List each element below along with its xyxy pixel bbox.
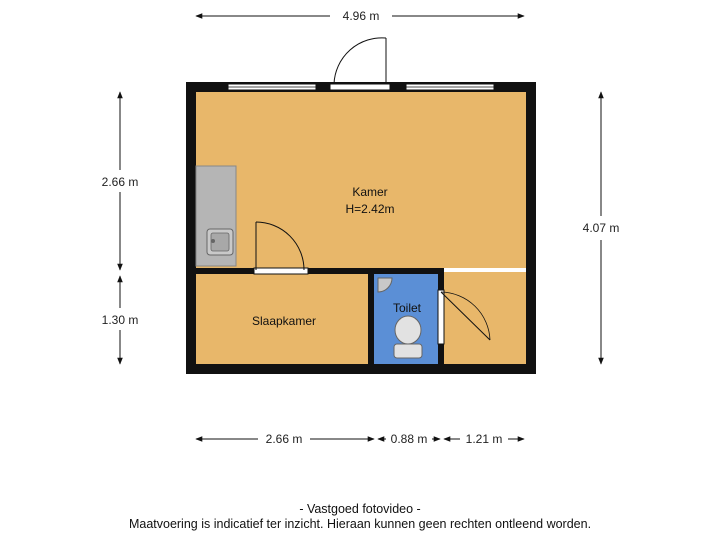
entrance-door	[333, 37, 387, 85]
slaapkamer-door-opening	[253, 267, 309, 275]
dim-bottom: 2.66 m 0.88 m 1.21 m	[195, 432, 525, 446]
dim-top-label: 4.96 m	[343, 9, 380, 23]
kamer-height: H=2.42m	[345, 202, 394, 216]
kamer-floor	[192, 88, 530, 268]
footer-line-1: - Vastgoed fotovideo -	[299, 502, 421, 516]
toilet-fixture-icon	[377, 277, 423, 359]
window-right	[405, 83, 495, 91]
interior-walls	[186, 268, 444, 368]
dim-left-upper: 2.66 m	[102, 91, 139, 271]
kitchen-counter	[195, 165, 237, 267]
dim-left-upper-label: 2.66 m	[102, 175, 139, 189]
kamer-label: Kamer	[352, 185, 387, 199]
dim-right-label: 4.07 m	[583, 221, 620, 235]
dim-bottom-c-label: 1.21 m	[466, 432, 503, 446]
slaapkamer-floor	[192, 272, 372, 368]
dim-bottom-a-label: 2.66 m	[266, 432, 303, 446]
dim-top: 4.96 m	[195, 9, 525, 23]
footer-line-2: Maatvoering is indicatief ter inzicht. H…	[128, 517, 592, 531]
dim-left-lower-label: 1.30 m	[102, 313, 139, 327]
dim-bottom-b-label: 0.88 m	[391, 432, 428, 446]
window-left	[227, 83, 317, 91]
dim-left-lower: 1.30 m	[102, 275, 139, 365]
toilet-door-opening	[437, 289, 445, 345]
slaapkamer-label: Slaapkamer	[252, 314, 316, 328]
toilet-door	[440, 291, 491, 341]
toilet-label: Toilet	[393, 301, 422, 315]
slaapkamer-door	[255, 221, 305, 271]
entrance-opening	[329, 83, 391, 91]
hall-floor	[438, 272, 530, 368]
dim-right: 4.07 m	[583, 91, 620, 365]
